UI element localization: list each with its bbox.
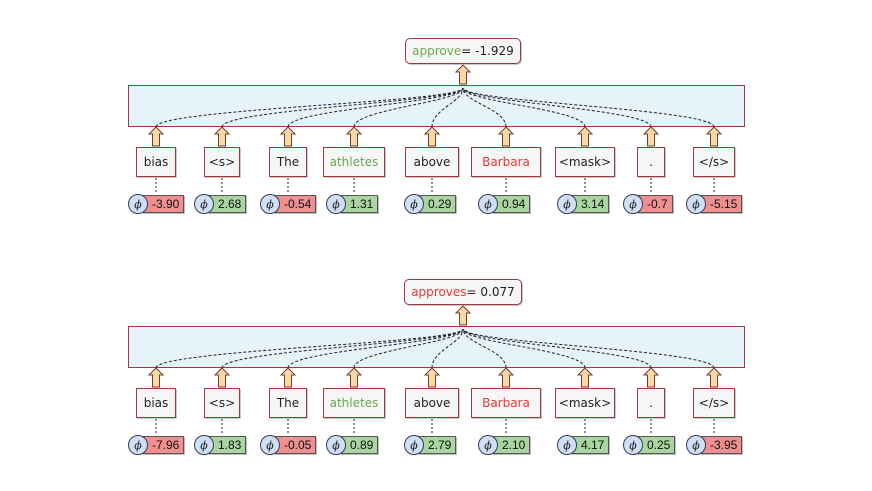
attribution-value: 4.17: [571, 436, 610, 454]
token-box: <mask>: [555, 147, 615, 177]
output-arrow-icon: [454, 64, 472, 85]
attribution-value: 0.25: [637, 436, 676, 454]
attention-connector: [462, 87, 652, 128]
output-score: = 0.077: [466, 285, 515, 299]
token-box: <s>: [204, 388, 240, 418]
phi-icon: ϕ: [404, 435, 424, 455]
token-arrow-icon: [147, 367, 165, 388]
phi-icon: ϕ: [557, 435, 577, 455]
token-box: .: [637, 147, 665, 177]
output-word: approves: [411, 285, 467, 299]
token-box: </s>: [693, 388, 735, 418]
attribution-value: 0.94: [492, 195, 531, 213]
attribution-value: 2.10: [492, 436, 531, 454]
token-arrow-icon: [705, 126, 723, 147]
output-arrow-icon: [454, 305, 472, 326]
token-box: bias: [136, 388, 176, 418]
output-prediction-box: approve = -1.929: [405, 38, 521, 64]
phi-icon: ϕ: [686, 435, 706, 455]
phi-icon: ϕ: [557, 194, 577, 214]
phi-icon: ϕ: [623, 194, 643, 214]
token-box: </s>: [693, 147, 735, 177]
attention-connector: [353, 328, 464, 369]
token-arrow-icon: [576, 126, 594, 147]
token-arrow-icon: [423, 367, 441, 388]
phi-icon: ϕ: [194, 435, 214, 455]
phi-icon: ϕ: [478, 435, 498, 455]
attention-connector: [462, 87, 715, 128]
attribution-value: -0.7: [637, 195, 673, 213]
token-arrow-icon: [213, 367, 231, 388]
phi-icon: ϕ: [623, 435, 643, 455]
token-arrow-icon: [147, 126, 165, 147]
attribution-value: 0.89: [340, 436, 379, 454]
token-box: Barbara: [471, 147, 541, 177]
attention-connector: [462, 328, 586, 369]
token-box: above: [405, 388, 459, 418]
token-box: above: [405, 147, 459, 177]
token-arrow-icon: [345, 367, 363, 388]
attention-connector: [431, 87, 464, 128]
output-word: approve: [412, 44, 462, 58]
phi-icon: ϕ: [326, 435, 346, 455]
attention-connector: [221, 87, 464, 128]
token-box: The: [269, 388, 307, 418]
phi-icon: ϕ: [128, 435, 148, 455]
token-arrow-icon: [345, 126, 363, 147]
attribution-value: -3.95: [700, 436, 743, 454]
token-arrow-icon: [642, 367, 660, 388]
token-arrow-icon: [279, 126, 297, 147]
token-arrow-icon: [576, 367, 594, 388]
attribution-value: 1.83: [208, 436, 247, 454]
token-arrow-icon: [497, 126, 515, 147]
phi-icon: ϕ: [404, 194, 424, 214]
token-box: <s>: [204, 147, 240, 177]
token-arrow-icon: [705, 367, 723, 388]
phi-icon: ϕ: [326, 194, 346, 214]
token-box: athletes: [323, 388, 385, 418]
phi-icon: ϕ: [686, 194, 706, 214]
attention-connector: [287, 328, 464, 369]
output-score: = -1.929: [461, 44, 514, 58]
token-arrow-icon: [497, 367, 515, 388]
attention-connector: [287, 87, 464, 128]
token-box: <mask>: [555, 388, 615, 418]
token-arrow-icon: [423, 126, 441, 147]
attention-connector: [462, 87, 586, 128]
attention-connector: [462, 328, 652, 369]
phi-icon: ϕ: [194, 194, 214, 214]
phi-icon: ϕ: [260, 194, 280, 214]
attention-connector: [155, 87, 464, 128]
attribution-value: 0.29: [418, 195, 457, 213]
attribution-value: -7.96: [142, 436, 185, 454]
attribution-value: 2.68: [208, 195, 247, 213]
phi-icon: ϕ: [260, 435, 280, 455]
token-arrow-icon: [642, 126, 660, 147]
token-box: Barbara: [471, 388, 541, 418]
phi-icon: ϕ: [128, 194, 148, 214]
attention-connector: [353, 87, 464, 128]
token-box: The: [269, 147, 307, 177]
token-box: bias: [136, 147, 176, 177]
output-prediction-box: approves = 0.077: [404, 279, 522, 305]
attention-connector: [155, 328, 464, 369]
attention-connector: [462, 328, 507, 369]
attribution-value: -0.05: [274, 436, 317, 454]
token-arrow-icon: [213, 126, 231, 147]
attention-connector: [462, 328, 715, 369]
attention-connector: [221, 328, 464, 369]
attention-connector: [462, 87, 507, 128]
phi-icon: ϕ: [478, 194, 498, 214]
token-arrow-icon: [279, 367, 297, 388]
attention-connector: [431, 328, 464, 369]
token-box: .: [637, 388, 665, 418]
attribution-value: 1.31: [340, 195, 379, 213]
token-box: athletes: [323, 147, 385, 177]
